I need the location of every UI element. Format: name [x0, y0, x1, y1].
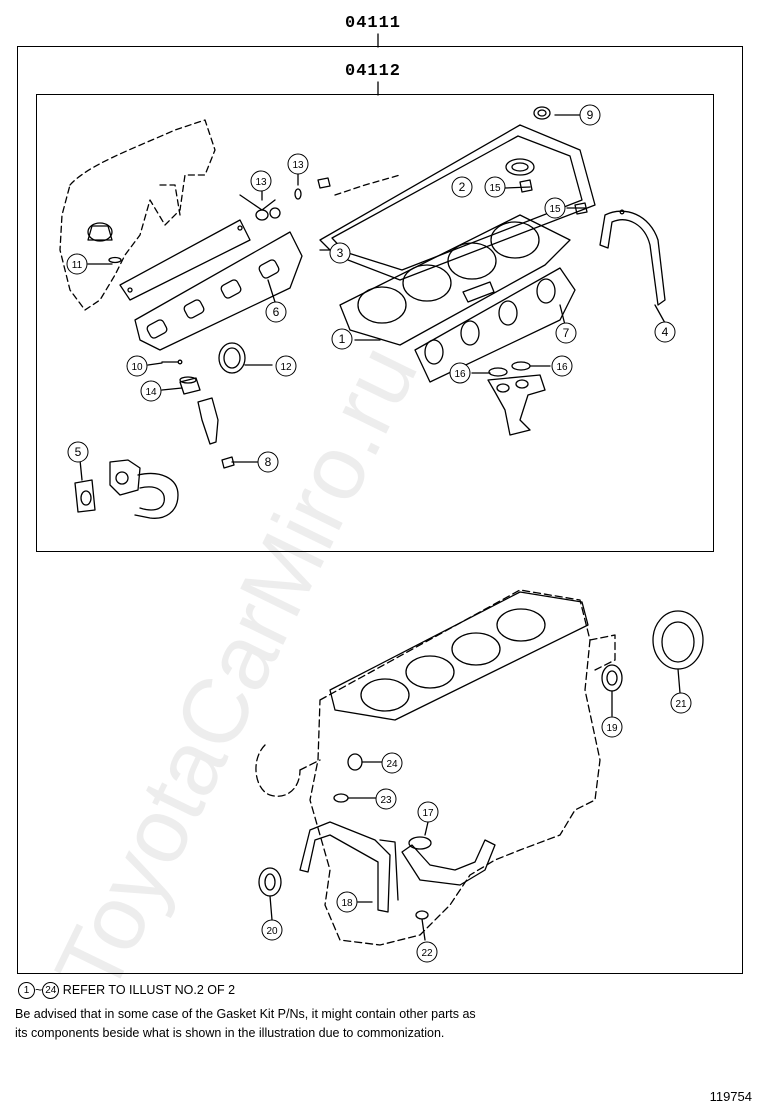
callout-6: 6	[273, 305, 280, 319]
callout-12-circle	[275, 355, 297, 377]
callout-17-circle	[417, 801, 439, 823]
part-11-thermostat-gasket	[87, 222, 122, 264]
injector-body	[197, 397, 219, 445]
part-6-intake-manifold-gasket	[119, 219, 303, 351]
part-14-o-ring	[179, 376, 201, 395]
part-4-timing-cover-gasket	[599, 209, 666, 306]
callout-22-circle	[416, 941, 438, 963]
callout-labels: 1 2 3 4 5 6 7 8 9 10 11 12 13 13 14 15 1…	[72, 108, 687, 959]
range-separator: ~	[35, 983, 43, 997]
callout-24-circle	[381, 752, 403, 774]
callout-7: 7	[563, 326, 570, 340]
callout-17: 17	[422, 808, 434, 819]
part-5-pipe-gasket	[74, 459, 179, 519]
callout-markers	[66, 104, 692, 963]
refer-note: 1~24 REFER TO ILLUST NO.2 OF 2	[18, 981, 236, 1000]
inner-kit-code: 04112	[345, 62, 402, 81]
callout-8-circle	[257, 451, 279, 473]
part-20-seal	[258, 867, 282, 897]
callout-2-circle	[451, 176, 473, 198]
callout-13a-circle	[250, 170, 272, 192]
figure-number: 119754	[709, 1089, 752, 1104]
part-12-ring-gasket	[218, 342, 246, 374]
callout-4: 4	[662, 325, 669, 339]
part-13-tubes	[239, 177, 331, 221]
callout-23-circle	[375, 788, 397, 810]
callout-8: 8	[265, 455, 272, 469]
part-9-seal	[533, 106, 551, 120]
callout-6-circle	[265, 301, 287, 323]
callout-21-circle	[670, 692, 692, 714]
callout-15b: 15	[549, 204, 561, 215]
part-16-exhaust-pipe-gaskets	[487, 361, 546, 436]
callout-13b: 13	[292, 160, 304, 171]
callout-11-circle	[66, 253, 88, 275]
block-bores	[329, 591, 589, 721]
callout-15a: 15	[489, 183, 501, 194]
range-start-badge: 1	[18, 982, 35, 1000]
part-19-seal	[601, 664, 623, 692]
refer-text: REFER TO ILLUST NO.2 OF 2	[62, 983, 236, 997]
engine-housing-outline	[59, 119, 216, 311]
callout-22: 22	[421, 948, 433, 959]
part-1-cylinder-head-gasket	[339, 214, 571, 346]
callout-12: 12	[280, 362, 292, 373]
callout-14-circle	[140, 380, 162, 402]
part-7-exhaust-manifold-gasket	[414, 267, 576, 383]
callout-13b-circle	[287, 153, 309, 175]
callout-16a: 16	[454, 369, 466, 380]
callout-9: 9	[587, 108, 594, 122]
outer-kit-frame	[17, 46, 743, 974]
callout-4-circle	[654, 321, 676, 343]
callout-9-circle	[579, 104, 601, 126]
part-15-grommet-b	[574, 202, 588, 215]
part-8-seal	[221, 456, 235, 469]
callout-5: 5	[75, 445, 82, 459]
callout-5-circle	[67, 441, 89, 463]
cylinder-block	[255, 589, 616, 946]
callout-14: 14	[145, 387, 157, 398]
callout-11: 11	[72, 260, 83, 271]
part-23-o-ring	[333, 793, 349, 803]
callout-10: 10	[131, 362, 143, 373]
callout-23: 23	[380, 795, 392, 806]
callout-18: 18	[341, 898, 353, 909]
callout-20: 20	[266, 926, 278, 937]
part-22-seal	[415, 910, 429, 920]
callout-16b-circle	[551, 355, 573, 377]
callout-1-circle	[331, 328, 353, 350]
callout-2: 2	[459, 180, 466, 194]
callout-1: 1	[339, 332, 346, 346]
part-15-grommet-a	[519, 179, 533, 193]
callout-24: 24	[386, 759, 398, 770]
callout-7-circle	[555, 322, 577, 344]
callout-20-circle	[261, 919, 283, 941]
advice-line-1: Be advised that in some case of the Gask…	[15, 1007, 476, 1021]
callout-18-circle	[336, 891, 358, 913]
part-2-plug-seal	[505, 158, 535, 176]
callout-3: 3	[337, 246, 344, 260]
callout-21: 21	[675, 699, 687, 710]
callout-16b: 16	[556, 362, 568, 373]
callout-16a-circle	[449, 362, 471, 384]
callout-15a-circle	[484, 176, 506, 198]
inner-kit-frame	[36, 94, 714, 552]
callout-3-circle	[329, 242, 351, 264]
callout-19: 19	[606, 723, 618, 734]
callout-19-circle	[601, 716, 623, 738]
callout-10-circle	[126, 355, 148, 377]
callout-15b-circle	[544, 197, 566, 219]
advice-line-2: its components beside what is shown in t…	[15, 1026, 445, 1040]
part-24-o-ring	[347, 753, 363, 771]
callout-13a: 13	[255, 177, 267, 188]
part-21-rear-oil-seal	[652, 610, 704, 670]
part-18-oil-pan-gasket	[299, 821, 399, 913]
outer-kit-code: 04111	[345, 14, 402, 33]
part-17-oil-strainer-gasket	[401, 836, 496, 886]
range-end-badge: 24	[42, 982, 60, 1000]
